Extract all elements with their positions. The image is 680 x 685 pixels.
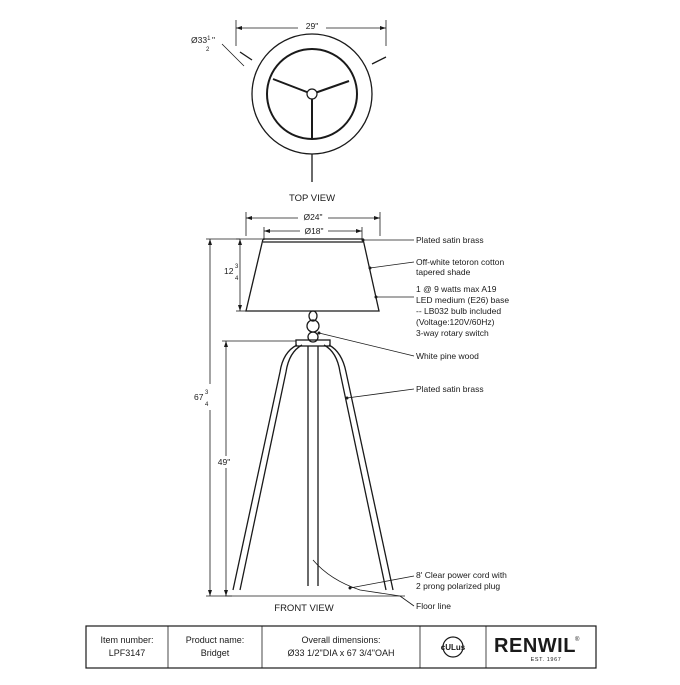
arrow-left-icon	[264, 229, 270, 233]
callout-cord-line1: 8' Clear power cord with	[416, 570, 507, 580]
label-bg	[298, 20, 326, 32]
lamp-shade	[245, 238, 380, 312]
arrow-down-icon	[208, 590, 212, 596]
ul-certification-icon: cULus	[441, 636, 466, 658]
top-foot-left	[239, 51, 253, 61]
wood-bead-bottom	[307, 331, 319, 343]
front-view-title: FRONT VIEW	[274, 603, 333, 614]
total-height-num: 3	[205, 390, 209, 396]
front-leg-left	[232, 344, 303, 591]
arrow-down-icon	[238, 305, 242, 311]
overall-dimensions-value: Ø33 1/2"DIA x 67 3/4"OAH	[288, 648, 395, 658]
callout-dot	[317, 331, 321, 335]
leg-height-label: 49"	[218, 457, 230, 467]
callout-bulb-line4: (Voltage:120V/60Hz)	[416, 317, 495, 327]
product-name-label: Product name:	[186, 635, 245, 645]
item-number-label: Item number:	[100, 635, 153, 645]
shade-height-whole: 12	[224, 266, 234, 276]
callout-leader	[349, 575, 415, 589]
shade-bottom-dia-label: Ø24"	[303, 212, 322, 222]
svg-text:EST. 1967: EST. 1967	[531, 657, 562, 663]
arrow-left-icon	[236, 26, 242, 30]
arrow-up-icon	[224, 341, 228, 347]
product-name-value: Bridget	[201, 648, 230, 658]
overall-dimensions-label: Overall dimensions:	[301, 635, 380, 645]
wood-bead-top	[308, 310, 318, 322]
label-bg	[192, 384, 218, 410]
title-block-frame	[85, 625, 597, 669]
diameter-leader	[221, 43, 245, 67]
front-leg-rear	[307, 346, 319, 586]
arrow-right-icon	[380, 26, 386, 30]
top-view: 29" Ø331 2 " TOP VIEW	[191, 20, 387, 204]
callout-dot	[368, 266, 372, 270]
callout-floor: Floor line	[416, 601, 451, 611]
label-bg	[213, 456, 235, 468]
arrow-up-icon	[208, 239, 212, 245]
front-view: Ø24" Ø18" 12 3 4	[192, 211, 405, 614]
svg-text:cULus: cULus	[441, 643, 466, 652]
svg-text:®: ®	[575, 636, 580, 643]
top-diameter-suffix: "	[212, 35, 215, 45]
label-bg	[298, 211, 328, 223]
top-leg-left	[272, 78, 313, 95]
top-foot-right	[371, 56, 387, 65]
arrow-up-icon	[238, 239, 242, 245]
front-leg-right	[323, 344, 394, 591]
callout-dot	[361, 238, 365, 242]
label-bg	[300, 225, 328, 236]
callout-legs: Plated satin brass	[416, 384, 484, 394]
shade-inner-ring	[266, 48, 358, 140]
top-diameter-label: Ø331	[191, 35, 211, 45]
callout-shade-trim: Plated satin brass	[416, 235, 484, 245]
arrow-left-icon	[246, 216, 252, 220]
shade-height-num: 3	[235, 264, 239, 270]
arrow-down-icon	[224, 590, 228, 596]
callout-dot	[345, 396, 349, 400]
callout-shade-line1: Off-white tetoron cotton	[416, 257, 504, 267]
callout-leader	[369, 261, 415, 269]
svg-text:RENWIL: RENWIL	[494, 635, 576, 657]
renwil-logo: RENWIL ® EST. 1967	[494, 635, 580, 663]
total-height-whole: 67	[194, 392, 204, 402]
callout-bulb-line1: 1 @ 9 watts max A19	[416, 284, 497, 294]
power-cord	[312, 559, 401, 597]
callout-bulb-line2: LED medium (E26) base	[416, 295, 509, 305]
top-view-title: TOP VIEW	[289, 193, 335, 204]
callout-wood: White pine wood	[416, 351, 479, 361]
callout-dot	[348, 586, 352, 590]
arrow-right-icon	[374, 216, 380, 220]
arrow-right-icon	[356, 229, 362, 233]
title-block: Item number: LPF3147 Product name: Bridg…	[85, 625, 597, 669]
total-height-den: 4	[205, 402, 209, 408]
callout-leader	[318, 332, 415, 357]
top-width-label: 29"	[306, 21, 318, 31]
callout-bulb-line3: -- LB032 bulb included	[416, 306, 501, 316]
wood-bead-middle	[306, 319, 320, 333]
shade-height-den: 4	[235, 276, 239, 282]
shade-top-dia-label: Ø18"	[304, 226, 323, 236]
top-leg-right	[311, 80, 350, 95]
callouts: Plated satin brass Off-white tetoron cot…	[317, 235, 509, 611]
callout-leader	[346, 388, 415, 399]
callout-bulb-line5: 3-way rotary switch	[416, 328, 489, 338]
callout-dot	[374, 295, 378, 299]
leg-hub	[295, 339, 331, 347]
top-hub	[306, 88, 318, 100]
top-diameter-den: 2	[206, 47, 210, 53]
item-number-value: LPF3147	[109, 648, 146, 658]
callout-shade-line2: tapered shade	[416, 267, 471, 277]
callout-cord-line2: 2 prong polarized plug	[416, 581, 500, 591]
callout-leader	[399, 595, 415, 607]
